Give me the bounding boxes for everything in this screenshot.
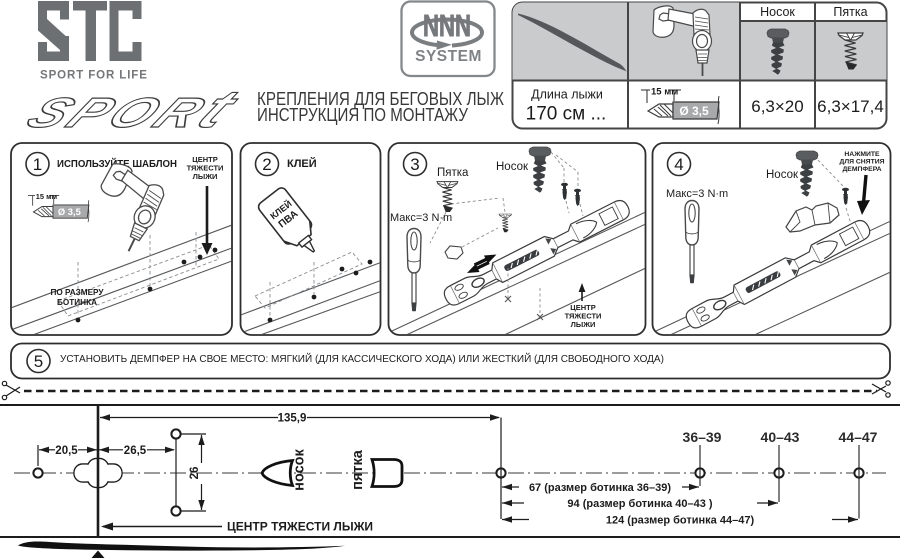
svg-text:94 (размер ботинка 40–43 ): 94 (размер ботинка 40–43 ) bbox=[567, 498, 713, 510]
svg-text:170 см ...: 170 см ... bbox=[526, 104, 607, 125]
svg-text:44–47: 44–47 bbox=[839, 429, 878, 445]
svg-text:6,3×17,4: 6,3×17,4 bbox=[817, 97, 884, 116]
svg-text:БОТИНКА: БОТИНКА bbox=[57, 298, 97, 307]
svg-text:ЦЕНТР: ЦЕНТР bbox=[570, 303, 595, 312]
svg-text:Пятка: Пятка bbox=[437, 167, 469, 179]
svg-text:Носок: Носок bbox=[766, 169, 799, 181]
svg-text:ЦЕНТР: ЦЕНТР bbox=[192, 155, 217, 164]
svg-text:ДЛЯ СНЯТИЯ: ДЛЯ СНЯТИЯ bbox=[839, 159, 884, 166]
svg-text:SYSTEM: SYSTEM bbox=[415, 48, 482, 65]
svg-text:НАЖМИТЕ: НАЖМИТЕ bbox=[844, 151, 880, 158]
svg-text:ЦЕНТР ТЯЖЕСТИ ЛЫЖИ: ЦЕНТР ТЯЖЕСТИ ЛЫЖИ bbox=[227, 520, 373, 534]
svg-text:26: 26 bbox=[189, 467, 201, 480]
svg-text:Макс=3 N·m: Макс=3 N·m bbox=[390, 212, 452, 224]
svg-text:36–39: 36–39 bbox=[683, 429, 722, 445]
svg-text:КРЕПЛЕНИЯ ДЛЯ БЕГОВЫХ ЛЫЖ: КРЕПЛЕНИЯ ДЛЯ БЕГОВЫХ ЛЫЖ bbox=[257, 88, 504, 109]
svg-text:20,5: 20,5 bbox=[55, 445, 78, 457]
svg-text:4: 4 bbox=[674, 155, 683, 174]
svg-text:ЛЫЖИ: ЛЫЖИ bbox=[193, 172, 218, 181]
svg-text:Носок: Носок bbox=[496, 161, 529, 173]
svg-text:26,5: 26,5 bbox=[124, 445, 147, 457]
svg-text:SPORt: SPORt bbox=[14, 80, 254, 139]
svg-text:5: 5 bbox=[34, 352, 43, 371]
svg-text:Носок: Носок bbox=[760, 5, 795, 19]
svg-text:КЛЕЙ: КЛЕЙ bbox=[287, 157, 317, 170]
svg-text:40–43: 40–43 bbox=[761, 429, 800, 445]
svg-text:ИНСТРУКЦИЯ ПО МОНТАЖУ: ИНСТРУКЦИЯ ПО МОНТАЖУ bbox=[257, 104, 468, 125]
svg-text:135,9: 135,9 bbox=[278, 413, 307, 425]
svg-text:1: 1 bbox=[33, 155, 42, 174]
svg-text:ДЕМПФЕРА: ДЕМПФЕРА bbox=[842, 166, 881, 173]
svg-text:ТЯЖЕСТИ: ТЯЖЕСТИ bbox=[565, 312, 602, 321]
svg-text:пятка: пятка bbox=[350, 449, 366, 490]
svg-text:УСТАНОВИТЬ ДЕМПФЕР НА СВОЕ МЕС: УСТАНОВИТЬ ДЕМПФЕР НА СВОЕ МЕСТО: МЯГКИЙ… bbox=[60, 352, 664, 365]
svg-text:Пятка: Пятка bbox=[833, 5, 867, 19]
svg-text:ТЯЖЕСТИ: ТЯЖЕСТИ bbox=[187, 164, 224, 173]
svg-text:6,3×20: 6,3×20 bbox=[751, 97, 803, 116]
svg-text:124 (размер ботинка 44–47): 124 (размер ботинка 44–47) bbox=[606, 515, 755, 527]
svg-text:Макс=3 N·m: Макс=3 N·m bbox=[666, 188, 728, 200]
svg-text:3: 3 bbox=[410, 155, 419, 174]
svg-text:NNN: NNN bbox=[423, 8, 471, 43]
svg-text:ЛЫЖИ: ЛЫЖИ bbox=[571, 320, 596, 329]
svg-text:ПО РАЗМЕРУ: ПО РАЗМЕРУ bbox=[50, 288, 104, 297]
svg-text:67 (размер ботинка 36–39): 67 (размер ботинка 36–39) bbox=[529, 482, 671, 494]
svg-text:носок: носок bbox=[292, 448, 308, 490]
svg-text:SPORT FOR LIFE: SPORT FOR LIFE bbox=[40, 70, 148, 82]
svg-text:Длина лыжи: Длина лыжи bbox=[531, 88, 603, 102]
svg-text:2: 2 bbox=[262, 155, 271, 174]
